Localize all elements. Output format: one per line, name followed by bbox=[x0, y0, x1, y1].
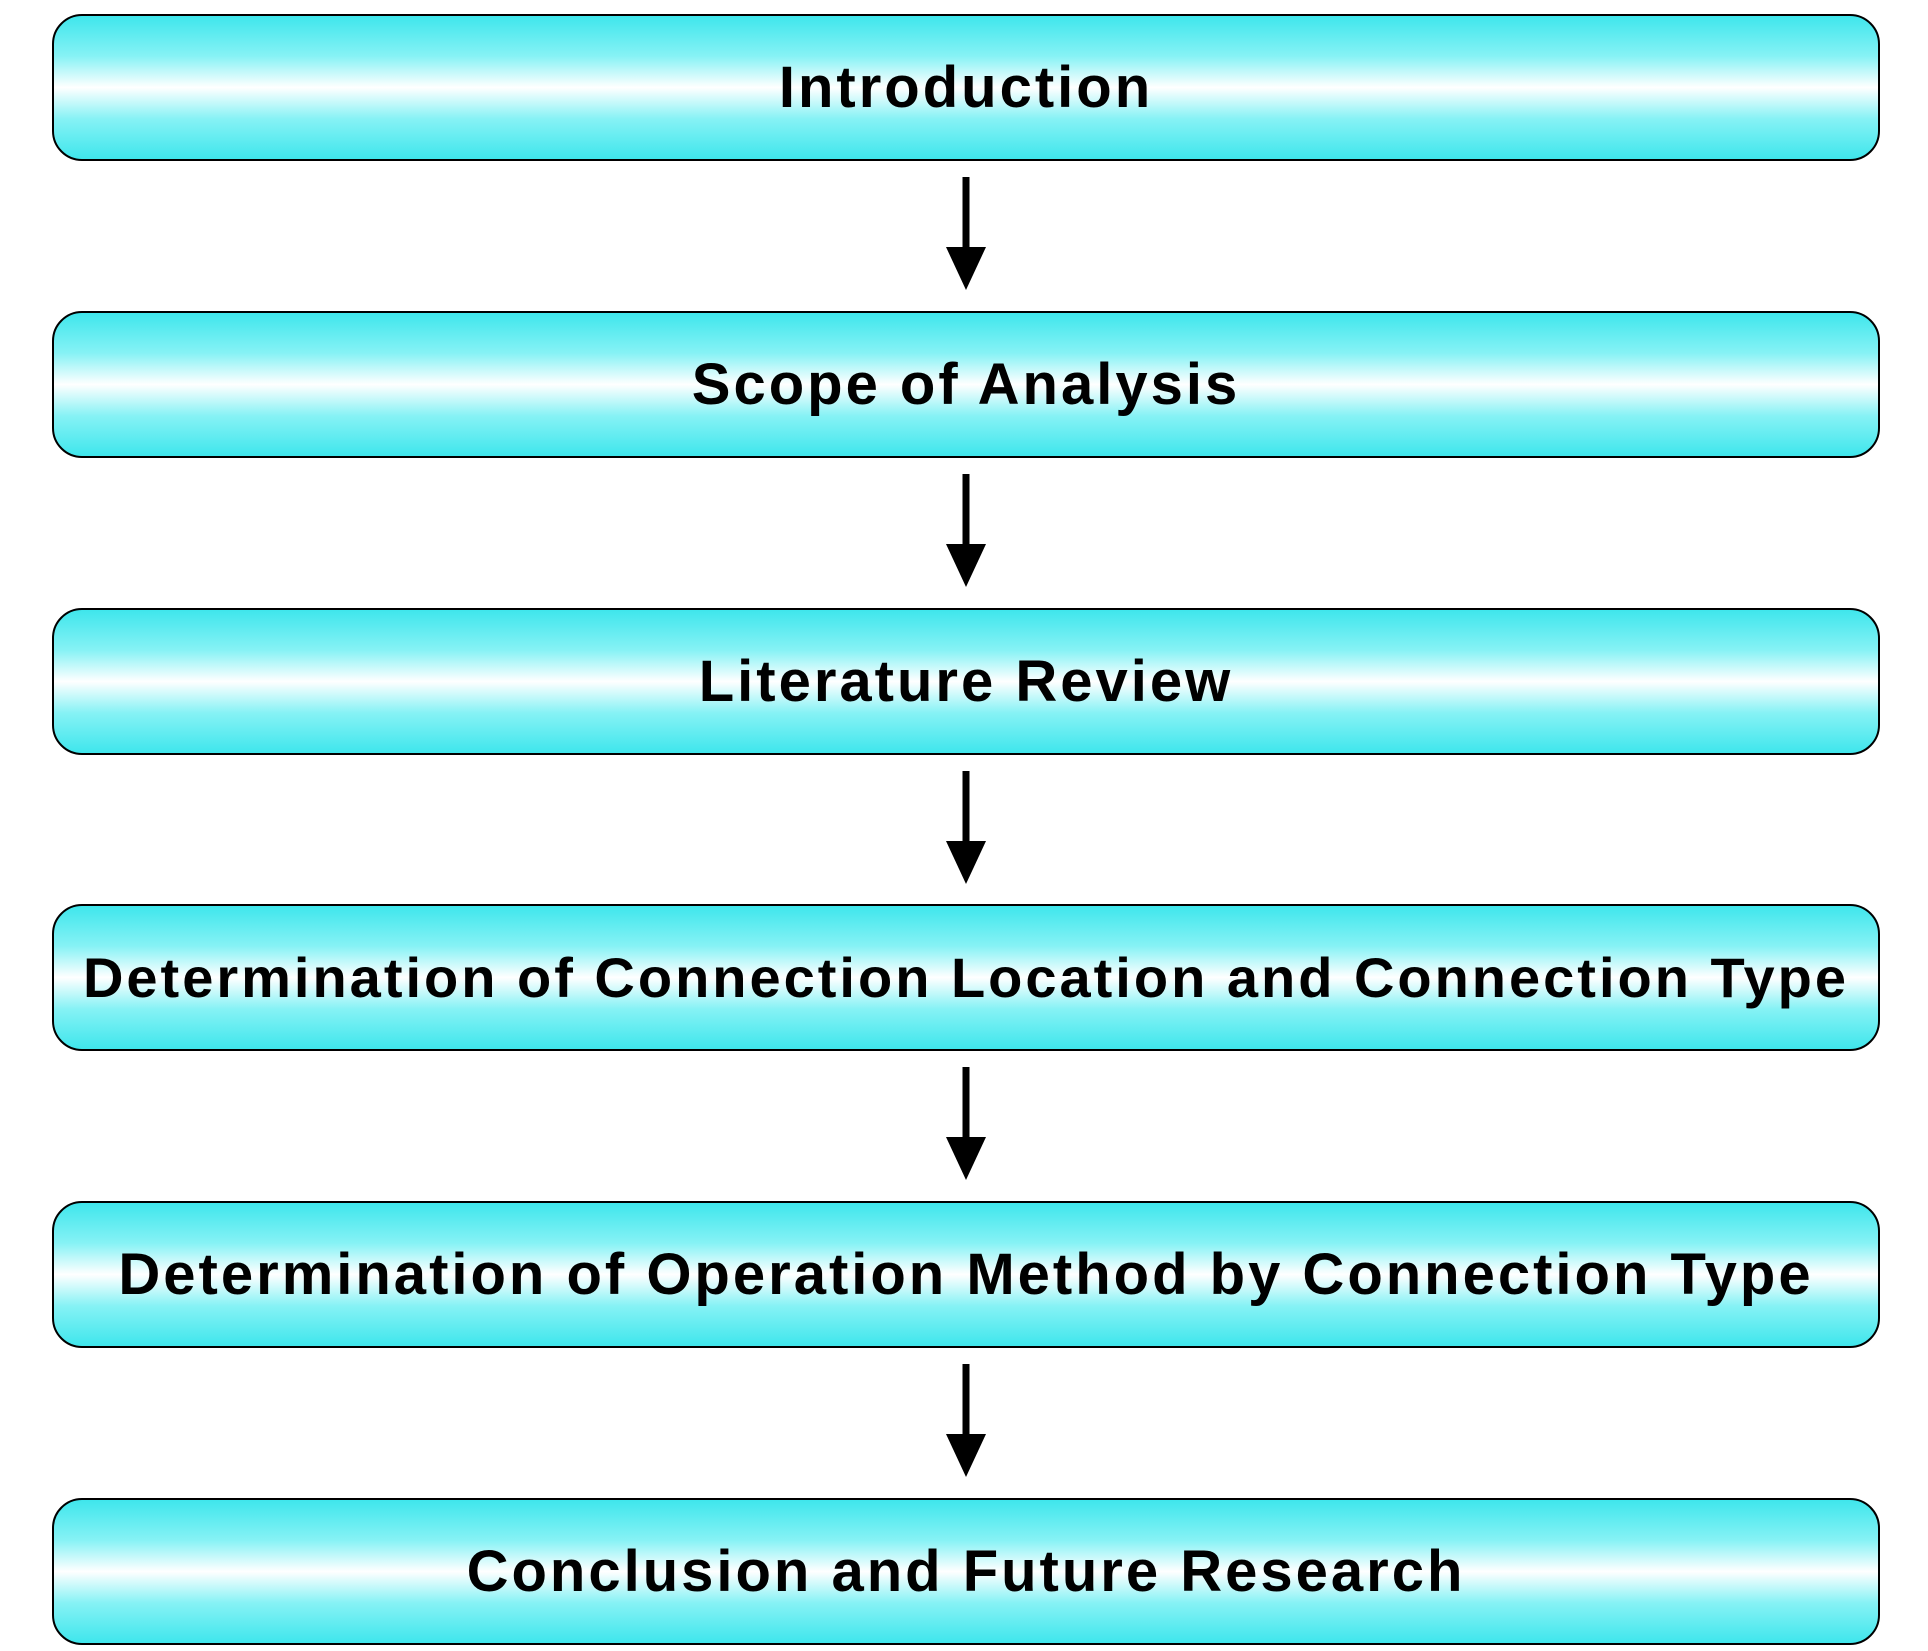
arrow-down-icon bbox=[946, 474, 986, 587]
step-label: Determination of Connection Location and… bbox=[82, 946, 1850, 1009]
step-connection-location-type: Determination of Connection Location and… bbox=[52, 904, 1880, 1051]
arrow-down-icon bbox=[946, 1364, 986, 1477]
arrow-down-icon bbox=[946, 771, 986, 884]
step-scope-of-analysis: Scope of Analysis bbox=[52, 311, 1880, 458]
step-label: Introduction bbox=[778, 55, 1154, 120]
step-label: Determination of Operation Method by Con… bbox=[118, 1242, 1814, 1307]
arrow-down-icon bbox=[946, 177, 986, 290]
step-conclusion: Conclusion and Future Research bbox=[52, 1498, 1880, 1645]
step-introduction: Introduction bbox=[52, 14, 1880, 161]
step-label: Literature Review bbox=[698, 649, 1234, 714]
step-label: Conclusion and Future Research bbox=[466, 1539, 1466, 1604]
step-operation-method: Determination of Operation Method by Con… bbox=[52, 1201, 1880, 1348]
arrow-down-icon bbox=[946, 1067, 986, 1180]
step-literature-review: Literature Review bbox=[52, 608, 1880, 755]
step-label: Scope of Analysis bbox=[691, 352, 1241, 417]
